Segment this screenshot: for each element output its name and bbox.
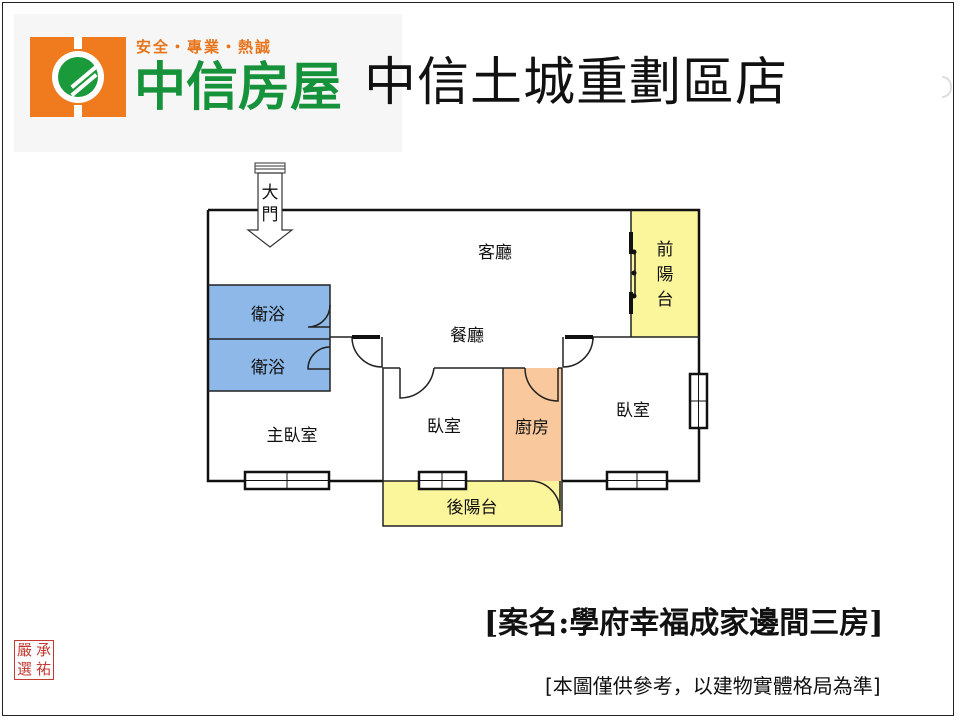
- window-master-bedroom: [243, 470, 331, 491]
- kitchen-fill: [503, 368, 562, 481]
- dining-left-door: [351, 336, 383, 368]
- front-balcony-label-2: 陽: [657, 265, 674, 285]
- logo-notch: [74, 105, 82, 117]
- disclaimer: [本圖僅供參考，以建物實體格局為準]: [545, 674, 881, 698]
- brand-name: 中信房屋: [134, 58, 343, 118]
- back-balcony-wall: [382, 481, 563, 527]
- bedroom-middle-door: [399, 367, 435, 399]
- brand-slogan: 安全・專業・熱誠: [136, 38, 273, 56]
- front-balcony-label-1: 前: [657, 240, 674, 260]
- door-hinge: [631, 293, 637, 299]
- bedroom-right-label: 臥室: [616, 401, 650, 421]
- bath-2-fill: [208, 339, 330, 391]
- kitchen-door: [524, 367, 559, 402]
- bath-2-door: [307, 346, 331, 370]
- entrance-label-1: 大: [262, 183, 279, 203]
- seal-stamp-icon: 嚴 承 選 祐: [14, 640, 54, 680]
- bath-2-label: 衛浴: [251, 358, 285, 378]
- back-balcony-label: 後陽台: [447, 498, 498, 518]
- living-room-label: 客廳: [478, 243, 512, 263]
- front-balcony-fill: [631, 210, 699, 337]
- window-right-bedroom-bottom: [605, 470, 669, 491]
- back-balcony-door: [529, 480, 561, 512]
- back-balcony-fill: [383, 481, 562, 526]
- dining-right-door: [562, 336, 594, 368]
- door-hinge: [631, 249, 637, 255]
- bath-1-door: [307, 304, 331, 328]
- master-bedroom-label: 主臥室: [267, 426, 318, 446]
- entrance-arrow-icon: [246, 162, 294, 248]
- bedroom-middle-wall: [382, 367, 400, 481]
- brand-logo-icon: [30, 37, 126, 117]
- door-hinge: [631, 270, 637, 276]
- logo-notch: [74, 37, 82, 49]
- bath-walls: [208, 284, 331, 392]
- bath-1-fill: [208, 285, 330, 339]
- window-middle-bedroom: [417, 470, 468, 491]
- entrance-label-2: 門: [262, 205, 279, 225]
- scan-smudge: [832, 68, 950, 98]
- seal-char: 嚴: [16, 641, 32, 659]
- kitchen-label: 廚房: [515, 417, 549, 438]
- case-name: [案名:學府幸福成家邊間三房]: [484, 606, 884, 641]
- bedroom-middle-label: 臥室: [427, 417, 461, 437]
- store-name: 中信土城重劃區店: [364, 53, 789, 113]
- front-balcony-label-3: 台: [657, 290, 674, 310]
- bath-1-label: 衛浴: [251, 305, 285, 325]
- seal-char: 選: [16, 660, 32, 678]
- seal-char: 承: [35, 641, 51, 659]
- seal-char: 祐: [35, 660, 51, 678]
- window-right-bedroom-side: [688, 372, 709, 430]
- dining-room-label: 餐廳: [450, 326, 484, 346]
- globe-core: [58, 57, 98, 97]
- globe-icon: [52, 51, 104, 103]
